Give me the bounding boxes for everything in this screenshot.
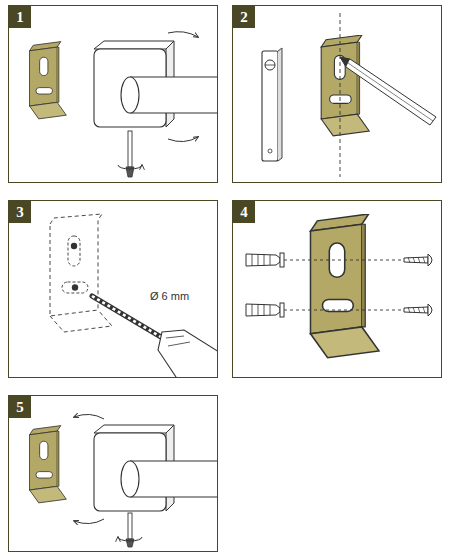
wall-plug [280,303,284,317]
bracket [310,214,378,358]
step-number: 2 [233,6,255,28]
step-number: 4 [233,201,255,223]
guide-line [284,260,404,261]
wall-plug [252,254,270,266]
turn-arrow [118,537,142,541]
move-arrow [74,519,104,524]
level-side [278,48,282,161]
step-1-art [30,32,218,177]
wall-plug [246,254,280,266]
pencil [340,57,436,125]
wall-plug [252,304,270,316]
pipe-end [121,461,139,497]
pipe-end [121,77,139,113]
move-arrow [168,32,198,37]
step-panel: 3 [8,200,218,378]
drill-body [158,330,218,378]
bracket [30,426,67,503]
step-panel: 5 [8,395,218,552]
pipe [130,461,218,497]
step-number: 1 [9,6,31,28]
step-panel: 4 [232,200,442,378]
screw [428,304,432,316]
wall-plug [280,253,284,267]
pencil-edge [348,63,433,121]
drill-chuck [166,336,190,346]
radiator-top [94,425,174,433]
turn-arrow [118,165,142,169]
move-arrow [74,414,104,419]
guide-line [284,310,404,311]
screw [404,257,428,263]
level-hole [268,149,272,153]
step-3-art [50,214,218,378]
move-arrow [168,137,198,142]
level-mark [265,65,275,66]
plumb-line [340,13,341,177]
step-4-art [246,214,432,358]
wall-plug [246,303,284,317]
bracket [321,35,369,136]
spirit-level [262,51,278,161]
step-2-art [262,13,436,177]
screw [428,254,432,266]
pencil-tip [340,57,350,67]
step-panel: 2 [232,5,442,183]
slot-outline [68,236,80,266]
screw [408,307,425,313]
radiator-top [94,41,174,49]
step-number: 5 [9,396,31,418]
drill-mark [71,243,77,249]
bracket-outline [50,214,102,316]
step-panel: 1 [8,5,218,183]
drill-bit [92,296,166,340]
bracket-outline [50,310,112,332]
screw [404,254,432,266]
step-number: 3 [9,201,31,223]
step-5-art [30,414,218,547]
pipe [130,77,218,113]
slot-outline [62,282,88,293]
drill-flute [92,296,166,340]
level-bubble [265,60,275,70]
wall-plug [246,253,284,267]
drill-mark [72,284,78,290]
dimension-label: Ø 6 mm [150,290,189,302]
screwdriver-tip [126,539,134,547]
wall-plug [246,304,280,316]
screw [408,257,425,263]
bracket [30,42,67,119]
screw [404,304,432,316]
screwdriver [128,131,132,167]
screw [404,307,428,313]
screwdriver [128,513,132,539]
